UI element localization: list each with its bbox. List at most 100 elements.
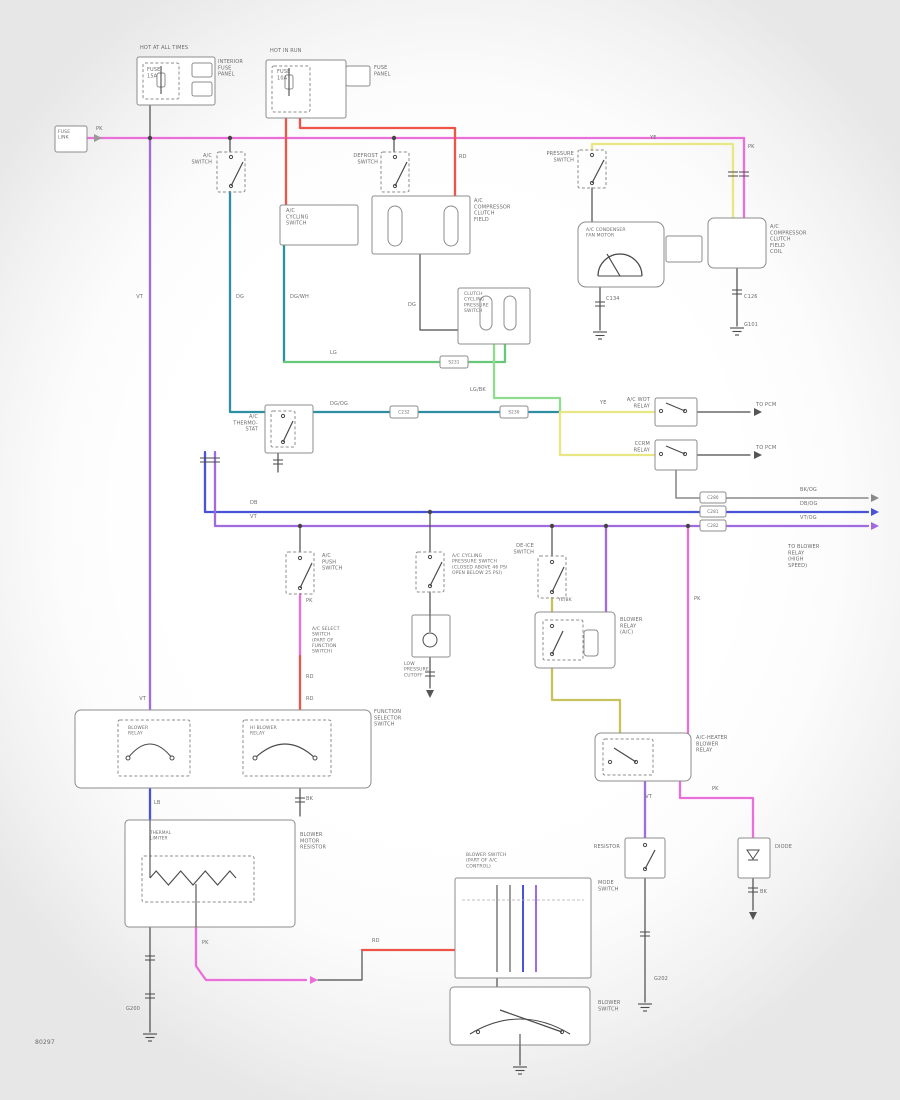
junction-dot [603, 523, 609, 529]
conn-box-3 [699, 519, 727, 532]
diagram-label: 80297 [35, 1039, 55, 1046]
diagram-label: LG/BK [470, 387, 486, 393]
pressure-switch-housing [577, 149, 607, 189]
wire-khaki-2 [550, 666, 622, 735]
switch-blade-icon [394, 161, 408, 187]
wire-pink-r3-out [678, 779, 755, 840]
diagram-label: DIODE [775, 844, 792, 850]
switch-blade-icon [551, 630, 564, 655]
deice-housing [537, 555, 567, 599]
switch-terminal [642, 842, 648, 848]
switch-blade-icon [644, 849, 656, 870]
splice-box-1 [389, 405, 419, 419]
fan-side-box [665, 235, 703, 263]
ignition-side-box [345, 65, 371, 87]
direction-arrow-icon [871, 494, 879, 502]
switch-blade-icon [429, 561, 443, 587]
diagram-label: DG [408, 302, 416, 308]
heater-relay-inner [602, 738, 654, 776]
motor-needle-icon [606, 253, 621, 277]
pressure-pill-a [479, 295, 493, 331]
clutch-pill-a [387, 205, 403, 247]
direction-arrow-icon [94, 134, 102, 142]
ac-switch-housing [216, 151, 246, 193]
wire-pink-bottom [194, 925, 308, 982]
switch-terminal [607, 759, 613, 765]
clutch-coil-box [707, 217, 767, 269]
splice-label: S231 [448, 360, 459, 365]
diagram-label: G200 [126, 1006, 140, 1012]
ac-relay-inner [542, 619, 584, 661]
relay-contact-arc-icon [127, 743, 173, 759]
diagram-label: BK/OG [800, 487, 817, 493]
resistor-box [124, 819, 296, 928]
diagram-label: VT [136, 294, 144, 300]
diagram-label: VT [645, 794, 653, 800]
fuse-link-connector [54, 125, 88, 153]
splice-label: C281 [707, 509, 719, 514]
direction-arrow-icon [754, 408, 762, 416]
switch-terminal [549, 559, 555, 565]
switch-blade-icon [282, 420, 294, 443]
defrost-switch-housing [380, 151, 410, 193]
terminal-circle-icon [169, 755, 175, 761]
diagram-label: RD [306, 674, 314, 680]
conn-box-1 [699, 491, 727, 504]
relay-contact-arc-icon [254, 743, 316, 759]
wire-green-2 [492, 342, 562, 414]
switch-blade-icon [551, 566, 565, 593]
switch-blade-icon [299, 562, 313, 589]
splice-box-3 [439, 355, 469, 369]
switch-blade-icon [665, 445, 686, 455]
wire-gray-long [675, 469, 869, 499]
wire-green-1 [282, 342, 507, 364]
direction-arrow-icon [749, 912, 757, 920]
switch-blade-icon [613, 747, 637, 763]
switch-blade-icon [499, 1009, 563, 1033]
ignition-feed-inner [271, 65, 311, 113]
switch-terminal [475, 1029, 481, 1035]
cycling-housing [415, 551, 445, 593]
switch-blade-icon [230, 161, 244, 187]
diagram-label: DB/OG [800, 501, 818, 507]
diagram-label: LB [154, 800, 161, 806]
motor-gauge-icon [597, 253, 643, 277]
switch-blade-icon [591, 159, 605, 184]
terminal-circle-icon [312, 755, 318, 761]
diode-icon [746, 849, 760, 860]
switch-terminal [228, 154, 234, 160]
diagram-label: PK [748, 144, 755, 150]
diagram-label: VT/OG [800, 515, 817, 521]
diagram-label: VT [250, 514, 258, 520]
ac-relay-pill [583, 629, 599, 657]
diagram-label: HOT AT ALL TIMES [140, 45, 188, 51]
diagram-label: G202 [654, 976, 668, 982]
wire-teal-1 [228, 190, 267, 414]
junction-dot [227, 135, 233, 141]
diagram-label: PK [202, 940, 209, 946]
diagram-label: VT [139, 696, 147, 702]
switch-terminal [658, 451, 664, 457]
cycling-switch-box [279, 204, 359, 246]
diagram-label: YE [649, 135, 657, 141]
